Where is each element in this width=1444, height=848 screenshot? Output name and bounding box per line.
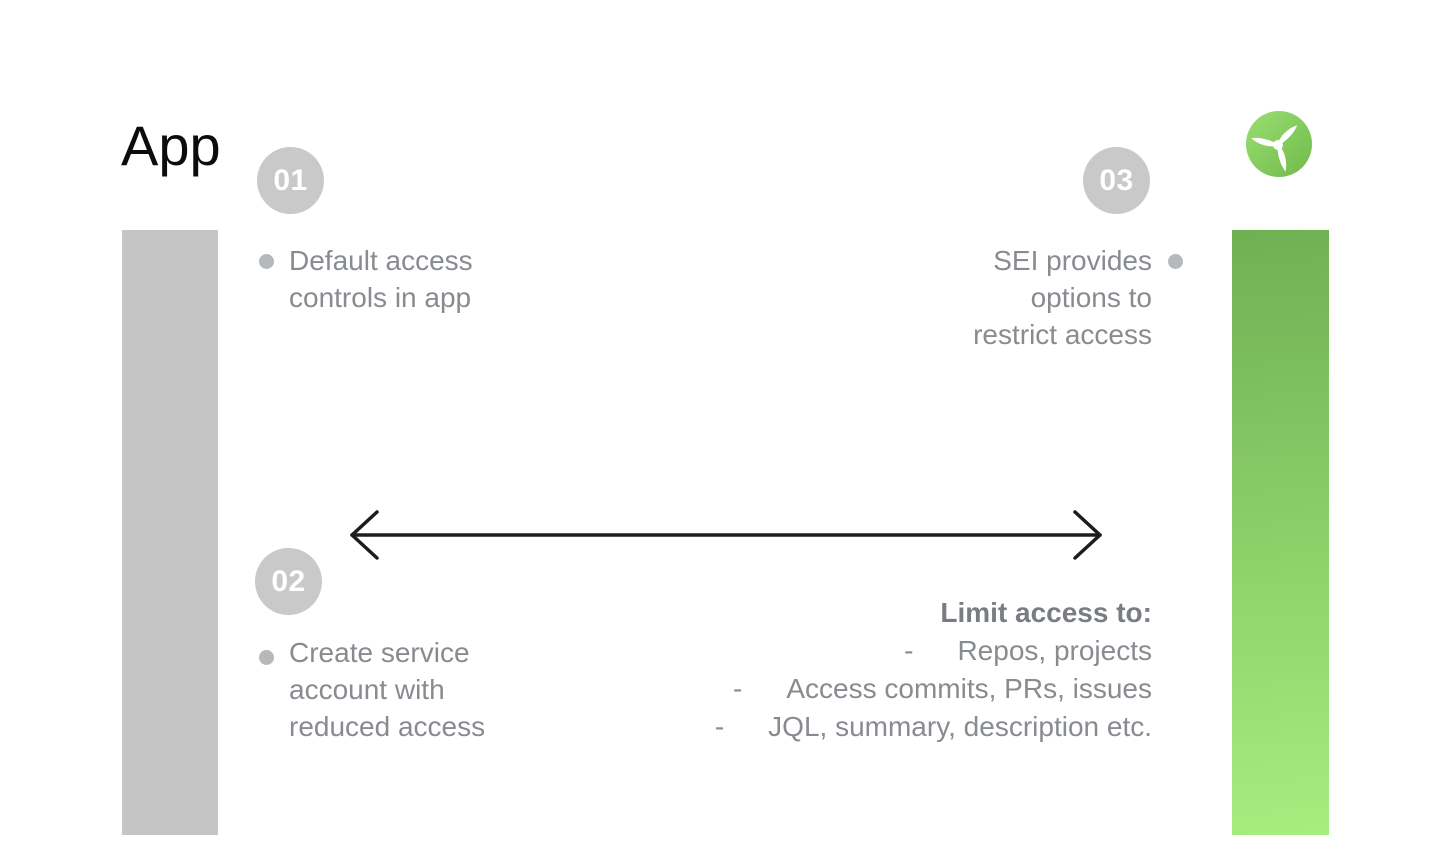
step-02-line-3: reduced access bbox=[289, 711, 486, 742]
step-02-line-1: Create service bbox=[289, 637, 470, 668]
sei-column-bar bbox=[1232, 230, 1329, 835]
step-02-text: Create service account with reduced acce… bbox=[289, 634, 485, 745]
step-03-badge: 03 bbox=[1083, 147, 1150, 214]
app-column-bar bbox=[122, 230, 218, 835]
bullet-icon bbox=[259, 254, 274, 269]
limit-access-item: - Repos, projects bbox=[592, 632, 1152, 670]
bullet-icon bbox=[259, 650, 274, 665]
step-03-line-1: SEI provides bbox=[993, 245, 1152, 276]
dash-marker: - bbox=[733, 673, 743, 704]
step-01-line-1: Default access bbox=[289, 245, 473, 276]
page-title: App bbox=[121, 114, 221, 177]
step-01-text: Default access controls in app bbox=[289, 242, 473, 316]
step-01-number: 01 bbox=[273, 163, 308, 197]
dash-marker: - bbox=[904, 635, 914, 666]
limit-item-text: Access commits, PRs, issues bbox=[786, 673, 1152, 704]
bullet-icon bbox=[1168, 254, 1183, 269]
step-02-number: 02 bbox=[271, 564, 306, 598]
limit-access-item: - JQL, summary, description etc. bbox=[592, 708, 1152, 746]
step-01-badge: 01 bbox=[257, 147, 324, 214]
dash-marker: - bbox=[714, 711, 725, 742]
double-arrow-icon bbox=[350, 510, 1102, 560]
step-01-line-2: controls in app bbox=[289, 282, 472, 313]
step-03-text: SEI provides options to restrict access bbox=[973, 242, 1152, 353]
step-02-line-2: account with bbox=[289, 674, 445, 705]
limit-access-item: - Access commits, PRs, issues bbox=[592, 670, 1152, 708]
propeller-icon bbox=[1245, 110, 1313, 178]
step-03-line-3: restrict access bbox=[973, 319, 1152, 350]
step-03-line-2: options to bbox=[1030, 282, 1152, 313]
limit-access-block: Limit access to: - Repos, projects - Acc… bbox=[592, 594, 1152, 746]
limit-item-text: JQL, summary, description etc. bbox=[768, 711, 1152, 742]
limit-item-text: Repos, projects bbox=[957, 635, 1152, 666]
step-02-badge: 02 bbox=[255, 548, 322, 615]
limit-access-title: Limit access to: bbox=[940, 597, 1152, 628]
step-03-number: 03 bbox=[1099, 163, 1134, 197]
